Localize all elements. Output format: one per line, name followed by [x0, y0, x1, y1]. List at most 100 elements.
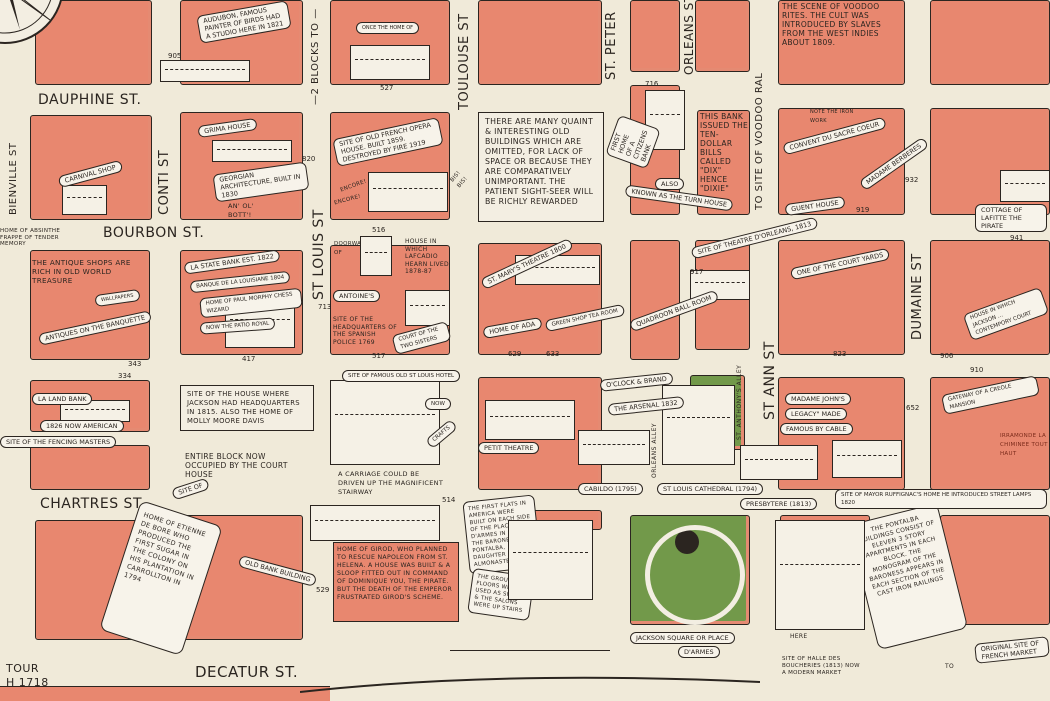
antoines-banner: ANTOINE'S: [333, 290, 381, 302]
antique-shops-note: THE ANTIQUE SHOPS ARE RICH IN OLD WORLD …: [32, 258, 131, 285]
street-bourbon: BOURBON ST.: [103, 225, 205, 241]
dixie-note: THIS BANK ISSUED THE TEN-DOLLAR BILLS CA…: [700, 112, 749, 193]
pontalba-building-drawing-2: [775, 520, 865, 630]
city-block: [630, 240, 680, 360]
petit-theatre-drawing: [485, 400, 575, 440]
street-st-ann: ST ANN ST: [762, 341, 778, 420]
omitted-buildings-note: THERE ARE MANY QUAINT & INTERESTING OLD …: [478, 112, 604, 222]
irramonde-note: IRRAMONDE LA CHIMINEE TOUT HAUT: [1000, 433, 1048, 457]
address-910: 910: [970, 366, 984, 374]
court-house-note: ENTIRE BLOCK NOW OCCUPIED BY THE COURT H…: [185, 452, 288, 479]
girod-note: HOME of GIROD, WHO PLANNED TO RESCUE NAP…: [333, 542, 459, 622]
jackson-square-paths: [645, 525, 745, 625]
address-417: 417: [242, 355, 256, 363]
tour-year-label: H 1718: [6, 676, 49, 689]
presbytere-banner: PRESBYTERE (1813): [740, 498, 818, 510]
voodoo-site-label: TO SITE OF VOODOO RAL: [754, 72, 765, 210]
site-of-banner: SITE of: [171, 477, 210, 501]
address-906: 906: [940, 352, 954, 360]
doorway-note: DOORWAY of: [334, 241, 365, 256]
street-conti: CONTI ST: [157, 149, 172, 215]
carriage-note: A CARRIAGE COULD BE DRIVEN UP THE MAGNIF…: [338, 470, 444, 496]
city-block: [778, 0, 905, 85]
address-905: 905: [168, 52, 182, 60]
american-banner: 1826 NOW AMERICAN: [40, 420, 124, 432]
now-banner: NOW: [425, 398, 451, 410]
address-343: 343: [128, 360, 142, 368]
legacy-banner: LEGACY" MADE: [785, 408, 847, 420]
address-932: 932: [905, 176, 919, 184]
presbytere-drawing: [740, 445, 818, 480]
city-block: [630, 0, 680, 72]
two-blocks-to-label: —2 BLOCKS TO —: [310, 8, 321, 105]
st-louis-hotel-banner: SITE of FAMOUS OLD ST LOUIS HOTEL: [342, 370, 461, 382]
address-716: 716: [645, 80, 659, 88]
address-652: 652: [906, 404, 920, 412]
st-louis-hotel-drawing: [330, 380, 440, 465]
grima-house-drawing: [212, 140, 292, 162]
levee-line: [300, 676, 760, 693]
city-block: [695, 0, 750, 72]
address-633: 633: [546, 350, 560, 358]
lafitte-banner: COTTAGE of LAFITTE THE PIRATE: [975, 204, 1047, 232]
street-decatur: DECATUR ST.: [195, 663, 299, 681]
girod-house-drawing: [310, 505, 440, 541]
petit-theatre-banner: PETIT THEATRE: [478, 442, 540, 454]
address-823: 823: [833, 350, 847, 358]
ruffignac-banner: SITE of MAYOR RUFFIGNAC'S HOME HE INTROD…: [835, 489, 1047, 509]
cathedral-banner: ST LOUIS CATHEDRAL (1794): [657, 483, 763, 495]
orleans-alley-label: ORLEANS ALLEY: [651, 422, 658, 478]
jackson-square-banner: JACKSON SQUARE or PLACE: [630, 632, 735, 644]
absinthe-note: HOME of ABSINTHE FRAPPE of TENDER MEMORY: [0, 228, 61, 247]
fencing-masters-banner: SITE of THE FENCING MASTERS: [0, 436, 117, 448]
once-home-banner: ONCE THE HOME OF: [356, 22, 420, 34]
address-919: 919: [856, 206, 870, 214]
antoines-drawing: [405, 290, 450, 326]
lafitte-cottage-drawing: [1000, 170, 1050, 202]
carnival-shop-drawing: [62, 185, 107, 215]
hearn-note: HOUSE IN WHICH LAFCADIO HEARN LIVED 1878…: [405, 238, 449, 275]
street-chartres: CHARTRES ST.: [40, 496, 146, 512]
land-bank-banner: LA LAND BANK: [32, 393, 93, 405]
address-917: 917: [690, 268, 704, 276]
address-516: 516: [372, 226, 386, 234]
compass-rose-icon: [0, 0, 63, 44]
voodoo-note: THE SCENE of VOODOO RITES. THE CULT was …: [782, 2, 882, 47]
address-820: 820: [302, 155, 316, 163]
address-941: 941: [1010, 234, 1024, 242]
pontalba-building-drawing: [508, 520, 593, 600]
levee-line-lower: [450, 650, 610, 651]
street-dumaine: DUMAINE ST: [910, 253, 925, 340]
address-514: 514: [442, 496, 456, 504]
jackson-hq-note: SITE of THE HOUSE WHERE JACKSON HAD HEAD…: [180, 385, 314, 431]
city-block: [930, 0, 1050, 85]
madame-john-banner: MADAME JOHN'S: [785, 393, 851, 405]
bis-exclamation: BIS! BIS!: [449, 170, 469, 190]
to-label: TO: [945, 663, 954, 670]
cable-banner: FAMOUS BY CABLE: [780, 423, 853, 435]
also-banner: ALSO: [655, 178, 685, 190]
address-629: 629: [508, 350, 522, 358]
street-bienville: BIENVILLE ST: [8, 142, 19, 216]
opera-house-drawing: [368, 172, 448, 212]
street-toulouse: TOULOUSE ST: [457, 13, 472, 110]
iron-work-note: NOTE THE IRON WORK: [810, 109, 854, 124]
bott-exclamation: AN' OL' BOTT'!: [228, 202, 254, 219]
audubon-house-drawing: [160, 60, 250, 82]
tour-label: TOUR: [6, 662, 40, 675]
city-block: [30, 445, 150, 490]
spanish-police-note: SITE of THE HEADQUARTERS of THE SPANISH …: [333, 316, 397, 346]
french-market-banner: ORIGINAL SITE of FRENCH MARKET: [974, 636, 1050, 664]
cabildo-banner: CABILDO (1795): [578, 483, 643, 495]
st-anthony-alley-label: ST. ANTHONY'S ALLEY: [736, 364, 743, 440]
address-529: 529: [316, 586, 330, 594]
street-orleans: ORLEANS ST: [682, 0, 696, 75]
address-517: 517: [372, 352, 386, 360]
address-334: 334: [118, 372, 132, 380]
once-home-drawing: [350, 45, 430, 80]
address-527: 527: [380, 84, 394, 92]
here-label: HERE: [790, 633, 808, 640]
madame-johns-drawing: [832, 440, 902, 478]
street-st-peter: ST. PETER: [604, 11, 619, 80]
